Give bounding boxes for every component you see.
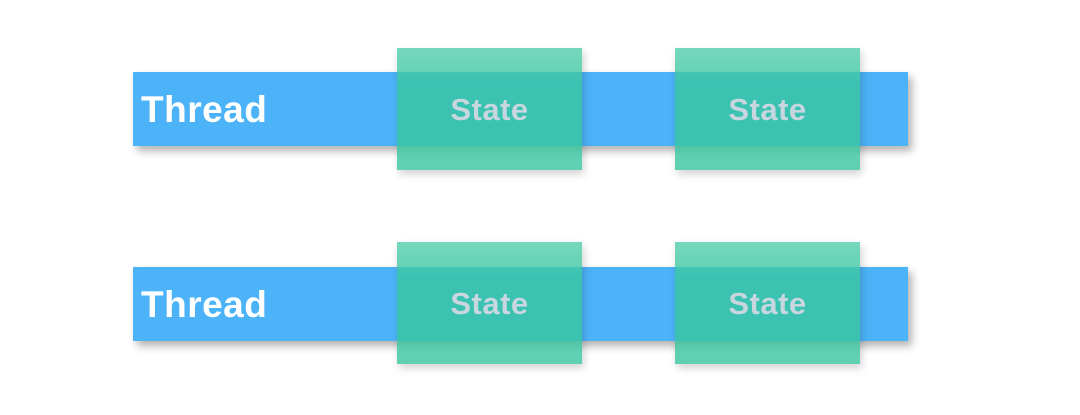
state-label-1-1: State bbox=[450, 91, 529, 127]
state-box-1-2: State bbox=[675, 48, 860, 170]
state-box-2-2: State bbox=[675, 242, 860, 364]
state-box-1-1: State bbox=[397, 48, 582, 170]
state-label-2-2: State bbox=[728, 285, 807, 321]
state-box-2-1: State bbox=[397, 242, 582, 364]
thread-label-2: Thread bbox=[141, 283, 268, 325]
state-label-2-1: State bbox=[450, 285, 529, 321]
thread-label-1: Thread bbox=[141, 88, 268, 130]
state-label-1-2: State bbox=[728, 91, 807, 127]
